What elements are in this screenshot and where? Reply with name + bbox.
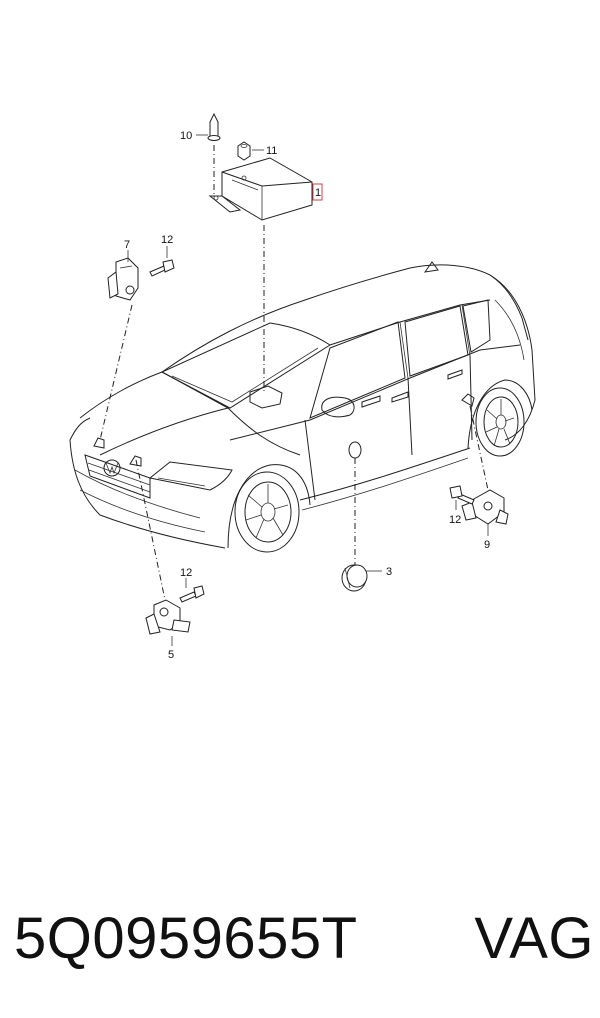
callout-5: 5 <box>168 649 174 661</box>
front-left-sensor-location <box>93 437 105 449</box>
door-sensor-location <box>348 441 362 459</box>
callout-12a: 12 <box>161 234 173 246</box>
callout-9: 9 <box>484 539 490 551</box>
brand-name: VAG <box>474 905 594 971</box>
sensor-5-part <box>145 599 191 635</box>
airbag-module-location-outline <box>249 385 283 409</box>
callout-12b: 12 <box>180 567 192 579</box>
sensor-7-part <box>107 257 139 301</box>
parts-diagram: 1 10 11 7 12 12 5 3 12 9 <box>69 112 536 661</box>
callout-1-highlight-box <box>312 183 323 201</box>
callout-10: 10 <box>180 130 192 142</box>
callout-1: 1 <box>315 187 321 199</box>
callout-3: 3 <box>386 566 392 578</box>
footer-caption: 5Q0959655T VAG <box>14 898 594 978</box>
sensor-9-part <box>461 489 509 525</box>
front-right-sensor-location <box>129 455 142 467</box>
callout-12c: 12 <box>449 514 461 526</box>
airbag-control-module-part <box>208 157 313 221</box>
bolt-12a-part <box>149 259 175 277</box>
bolt-12b-part <box>179 585 205 603</box>
nut-11-part <box>237 141 251 161</box>
callout-7: 7 <box>124 239 130 251</box>
rear-sensor-location <box>461 393 475 407</box>
bolt-12c-part <box>449 485 475 505</box>
callout-11: 11 <box>266 145 277 157</box>
bolt-10-part <box>207 112 221 141</box>
car-outline <box>69 261 536 553</box>
sensor-3-part <box>341 564 368 592</box>
part-number: 5Q0959655T <box>14 905 358 971</box>
